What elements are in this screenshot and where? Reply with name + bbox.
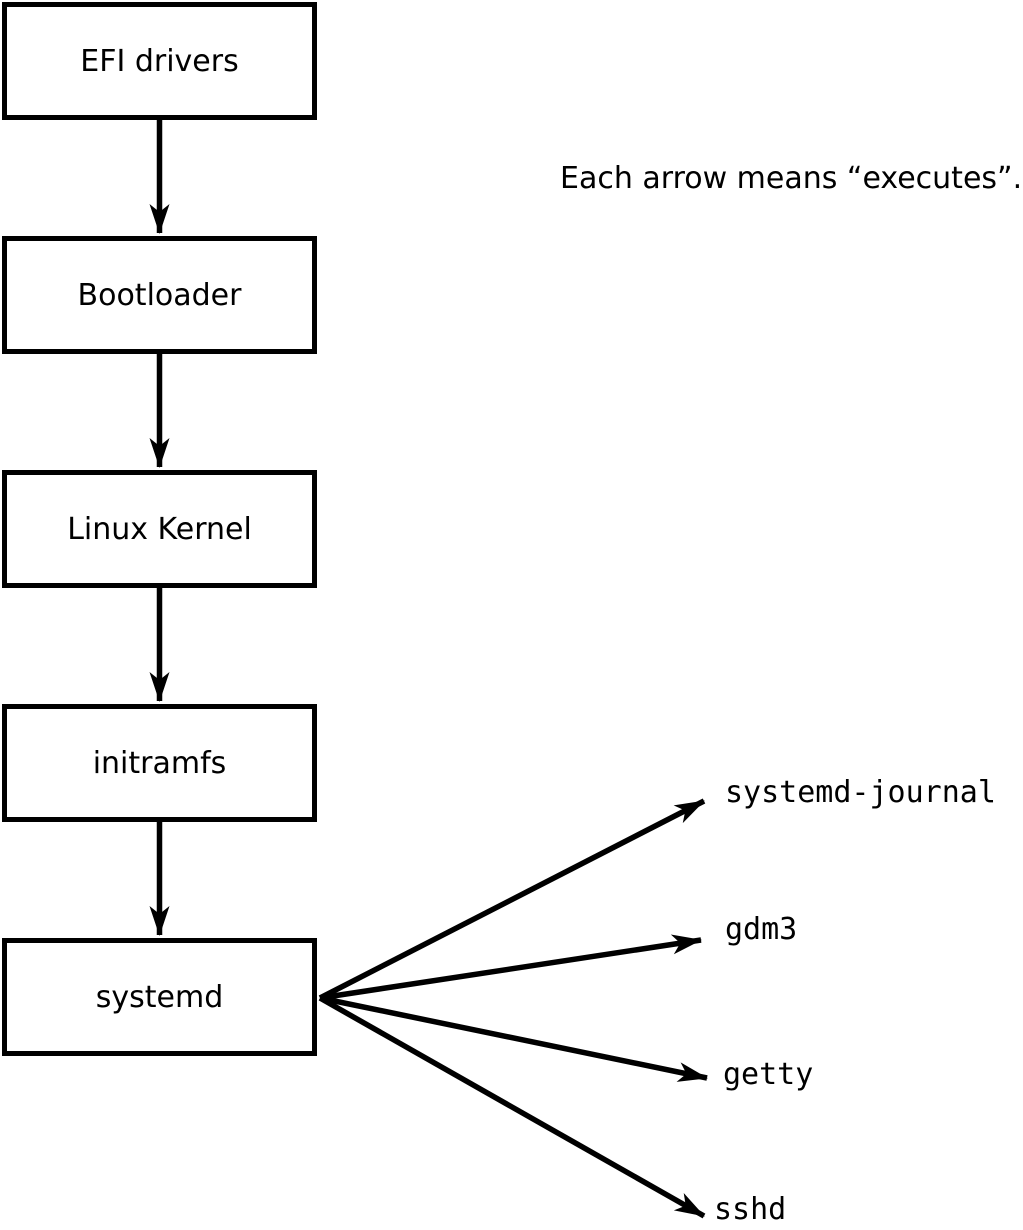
arrow-systemd-to-journal bbox=[318, 798, 706, 1001]
diagram-caption: Each arrow means “executes”. bbox=[560, 161, 1023, 196]
linux-kernel-label: Linux Kernel bbox=[67, 511, 252, 547]
initramfs-box: initramfs bbox=[2, 704, 317, 822]
linux-kernel-box: Linux Kernel bbox=[2, 470, 317, 588]
arrow-systemd-to-gdm3 bbox=[319, 934, 702, 1001]
systemd-box: systemd bbox=[2, 938, 317, 1056]
initramfs-label: initramfs bbox=[92, 745, 227, 781]
systemd-label: systemd bbox=[95, 979, 224, 1015]
sshd-label: sshd bbox=[714, 1192, 787, 1227]
getty-label: getty bbox=[723, 1057, 814, 1092]
efi-drivers-box: EFI drivers bbox=[2, 2, 317, 120]
arrow-systemd-to-sshd bbox=[318, 995, 706, 1219]
efi-drivers-label: EFI drivers bbox=[80, 43, 239, 79]
gdm3-label: gdm3 bbox=[725, 912, 798, 947]
bootloader-box: Bootloader bbox=[2, 236, 317, 354]
systemd-journal-label: systemd-journal bbox=[725, 775, 996, 810]
bootloader-label: Bootloader bbox=[77, 277, 242, 313]
arrow-systemd-to-getty bbox=[319, 995, 708, 1082]
